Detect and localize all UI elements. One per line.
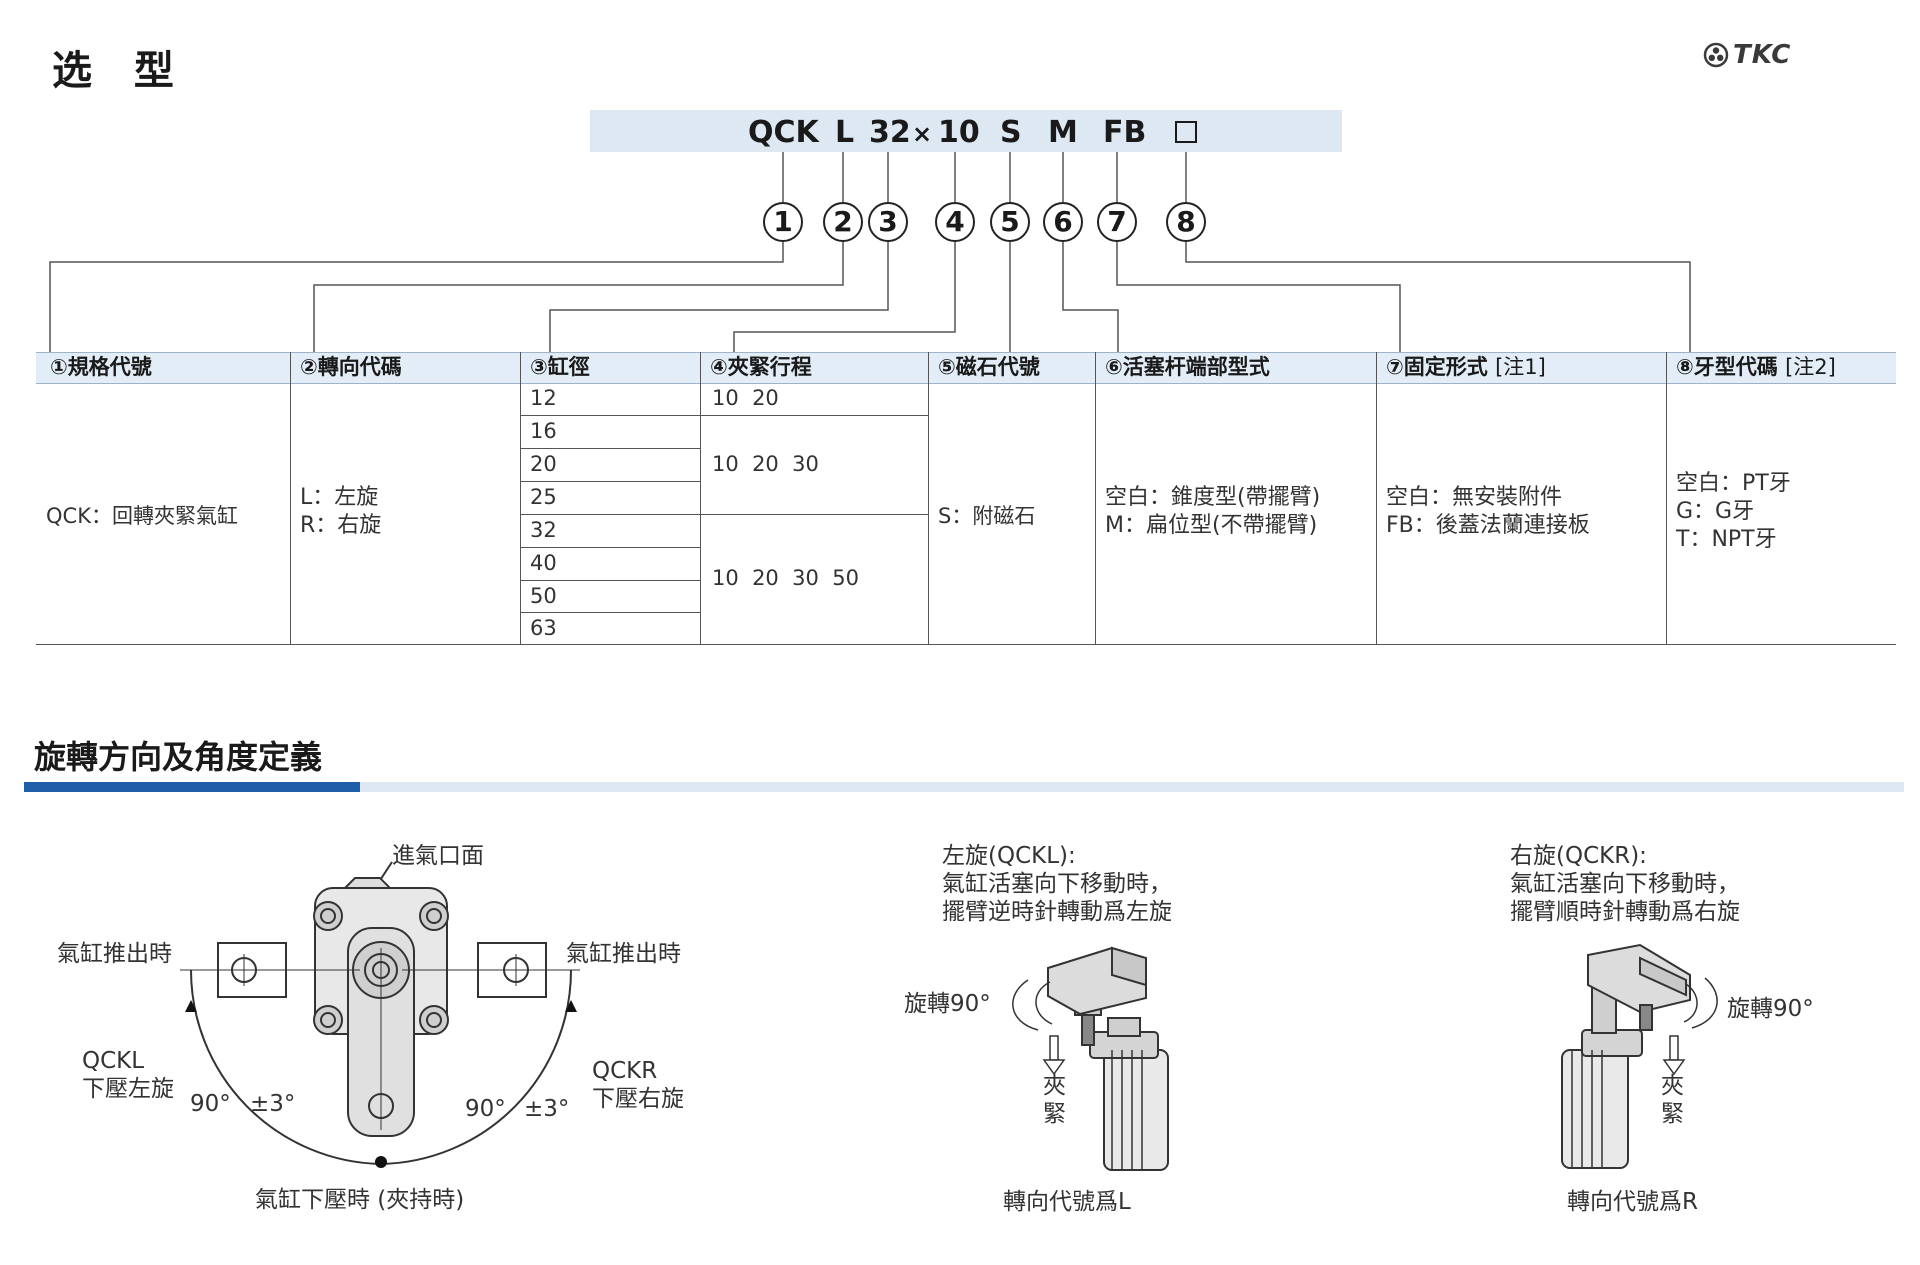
code-bore: 32 bbox=[869, 115, 911, 150]
header-rod-end: ⑥活塞杆端部型式 bbox=[1105, 355, 1270, 379]
code-mounting: FB bbox=[1103, 115, 1147, 150]
desc-left-rotation: 左旋(QCKL): 氣缸活塞向下移動時， 擺臂逆時針轉動爲左旋 bbox=[942, 843, 1172, 925]
label-tolerance-left: ±3° bbox=[250, 1091, 296, 1117]
table-divider bbox=[700, 352, 701, 644]
cell-stroke-a: 10 20 bbox=[712, 386, 779, 410]
marker-1: 1 bbox=[763, 202, 803, 242]
code-series: QCK bbox=[748, 115, 819, 150]
caption-code-r: 轉向代號爲R bbox=[1567, 1189, 1698, 1215]
cell-bore-12: 12 bbox=[530, 386, 557, 410]
table-row-rule bbox=[520, 448, 700, 449]
header-bore: ③缸徑 bbox=[530, 355, 590, 379]
header-magnet: ⑤磁石代號 bbox=[938, 355, 1040, 379]
cell-bore-50: 50 bbox=[530, 584, 557, 608]
cell-bore-20: 20 bbox=[530, 452, 557, 476]
cell-bore-63: 63 bbox=[530, 616, 557, 640]
cell-stroke-b: 10 20 30 bbox=[712, 452, 819, 476]
marker-3: 3 bbox=[868, 202, 908, 242]
cell-thread: 空白：PT牙 G：G牙 T：NPT牙 bbox=[1676, 471, 1791, 552]
cell-direction: L：左旋 R：右旋 bbox=[300, 485, 382, 538]
header-spec: ①規格代號 bbox=[50, 355, 152, 379]
cell-bore-32: 32 bbox=[530, 518, 557, 542]
table-row-rule bbox=[520, 580, 700, 581]
header-direction: ②轉向代碼 bbox=[300, 355, 402, 379]
cell-stroke-c: 10 20 30 50 bbox=[712, 566, 859, 590]
tkc-logo-icon bbox=[1703, 42, 1729, 68]
table-row-rule bbox=[520, 481, 700, 482]
label-push-right: 氣缸推出時 bbox=[566, 941, 681, 967]
table-divider bbox=[520, 352, 521, 644]
label-clamp-right: 夾 緊 bbox=[1661, 1073, 1684, 1127]
cell-bore-40: 40 bbox=[530, 551, 557, 575]
marker-8: 8 bbox=[1166, 202, 1206, 242]
marker-2: 2 bbox=[823, 202, 863, 242]
label-angle-right: 90° bbox=[465, 1096, 506, 1122]
cell-bore-25: 25 bbox=[530, 485, 557, 509]
label-qckl: QCKL 下壓左旋 bbox=[82, 1048, 174, 1102]
section-title: 旋轉方向及角度定義 bbox=[34, 738, 323, 776]
code-times: × bbox=[912, 120, 933, 148]
code-rod-end: M bbox=[1048, 115, 1078, 150]
caption-code-l: 轉向代號爲L bbox=[1003, 1189, 1131, 1215]
code-thread-box bbox=[1175, 121, 1197, 143]
table-divider bbox=[1095, 352, 1096, 644]
label-rotate-90-left: 旋轉90° bbox=[904, 991, 991, 1017]
code-magnet: S bbox=[1000, 115, 1022, 150]
desc-right-rotation: 右旋(QCKR): 氣缸活塞向下移動時， 擺臂順時針轉動爲右旋 bbox=[1510, 843, 1740, 925]
cell-spec: QCK：回轉夾緊氣缸 bbox=[46, 504, 238, 528]
page-title: 选 型 bbox=[52, 48, 188, 94]
header-stroke: ④夾緊行程 bbox=[710, 355, 812, 379]
cell-magnet: S：附磁石 bbox=[938, 504, 1036, 528]
label-clamping: 氣缸下壓時 (夾持時) bbox=[255, 1187, 465, 1213]
marker-6: 6 bbox=[1043, 202, 1083, 242]
label-push-left: 氣缸推出時 bbox=[57, 941, 172, 967]
brand-logo: TKC bbox=[1703, 40, 1791, 70]
label-qckr: QCKR 下壓右旋 bbox=[592, 1058, 684, 1112]
section-rule bbox=[24, 782, 1904, 792]
logo-text: TKC bbox=[1733, 40, 1792, 70]
label-clamp-left: 夾 緊 bbox=[1043, 1073, 1066, 1127]
label-angle-left: 90° bbox=[190, 1091, 231, 1117]
label-inlet: 進氣口面 bbox=[392, 843, 484, 869]
header-mounting: ⑦固定形式 [注1] bbox=[1386, 355, 1546, 379]
table-divider bbox=[1376, 352, 1377, 644]
table-header-row bbox=[36, 352, 1896, 384]
header-thread: ⑧牙型代碼 [注2] bbox=[1676, 355, 1836, 379]
table-divider bbox=[1666, 352, 1667, 644]
section-rule-accent bbox=[24, 782, 360, 792]
label-tolerance-right: ±3° bbox=[524, 1096, 570, 1122]
table-row-rule bbox=[520, 514, 928, 515]
marker-4: 4 bbox=[935, 202, 975, 242]
marker-5: 5 bbox=[990, 202, 1030, 242]
cell-rod-end: 空白：錐度型(帶擺臂) M：扁位型(不帶擺臂) bbox=[1105, 485, 1321, 538]
table-bottom-rule bbox=[36, 644, 1896, 645]
table-row-rule bbox=[520, 415, 928, 416]
table-divider bbox=[290, 352, 291, 644]
model-code-bar bbox=[590, 110, 1342, 152]
label-rotate-90-right: 旋轉90° bbox=[1727, 996, 1814, 1022]
cell-bore-16: 16 bbox=[530, 419, 557, 443]
code-stroke: 10 bbox=[938, 115, 980, 150]
table-divider bbox=[928, 352, 929, 644]
table-row-rule bbox=[520, 612, 700, 613]
marker-7: 7 bbox=[1097, 202, 1137, 242]
table-row-rule bbox=[520, 547, 700, 548]
cell-mounting: 空白：無安裝附件 FB：後蓋法蘭連接板 bbox=[1386, 485, 1590, 538]
code-direction: L bbox=[835, 115, 855, 150]
